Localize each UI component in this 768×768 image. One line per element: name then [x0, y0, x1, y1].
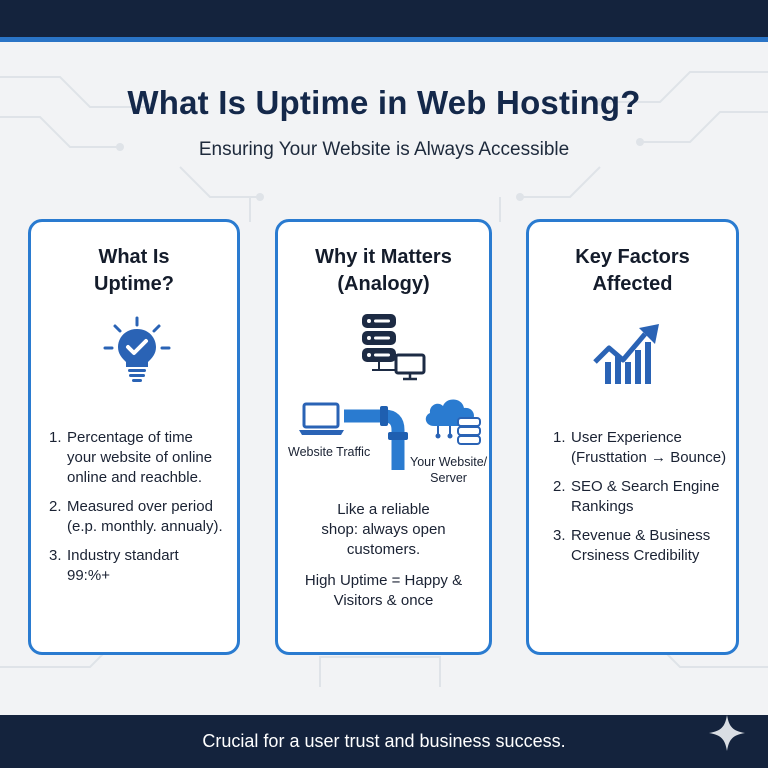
list-item: 2. SEO & Search Engine Rankings	[553, 478, 720, 515]
server-label: Your Website/ Server	[410, 455, 488, 485]
card-title: What Is Uptime?	[94, 246, 174, 295]
page-title: What Is Uptime in Web Hosting?	[127, 84, 641, 121]
key-factors-list: 1. User Experience (Frusttation → Bounce…	[553, 428, 739, 575]
list-item: 2. Measured over period (e.p. monthly. a…	[49, 498, 223, 535]
card-title: Why it Matters (Analogy)	[315, 246, 452, 295]
list-item: 3. Revenue & Business Crsiness Credibili…	[553, 527, 711, 564]
card-what-is-uptime: What Is Uptime? 1. Percentage of time yo…	[28, 219, 240, 655]
footer-banner: Crucial for a user trust and business su…	[0, 715, 768, 768]
cloud-server-icon	[425, 399, 481, 445]
traffic-label: Website Traffic	[288, 445, 371, 459]
card-key-factors: Key Factors Affected 1. User Experience …	[526, 219, 739, 655]
uptime-definition-list: 1. Percentage of time your website of on…	[49, 428, 239, 595]
server-monitor-icon	[362, 314, 426, 381]
page-subtitle: Ensuring Your Website is Always Accessib…	[198, 139, 570, 160]
list-item: 1. User Experience (Frusttation → Bounce…	[553, 429, 727, 466]
uptime-summary-text: High Uptime = Happy & Visitors & once	[304, 572, 463, 609]
card-why-it-matters: Why it Matters (Analogy)	[275, 219, 492, 655]
analogy-text: Like a reliable shop: always open custom…	[321, 501, 446, 558]
top-banner	[0, 0, 768, 42]
growth-chart-icon	[593, 324, 659, 384]
footer-text: Crucial for a user trust and business su…	[202, 731, 566, 751]
card-title: Key Factors Affected	[575, 246, 690, 295]
pipe-connection	[344, 406, 408, 470]
laptop-icon	[299, 402, 344, 435]
sparkle-icon	[709, 715, 745, 751]
list-item: 3. Industry standart 99:%+	[49, 547, 179, 584]
list-item: 1. Percentage of time your website of on…	[49, 429, 213, 486]
lightbulb-check-icon	[103, 316, 171, 382]
